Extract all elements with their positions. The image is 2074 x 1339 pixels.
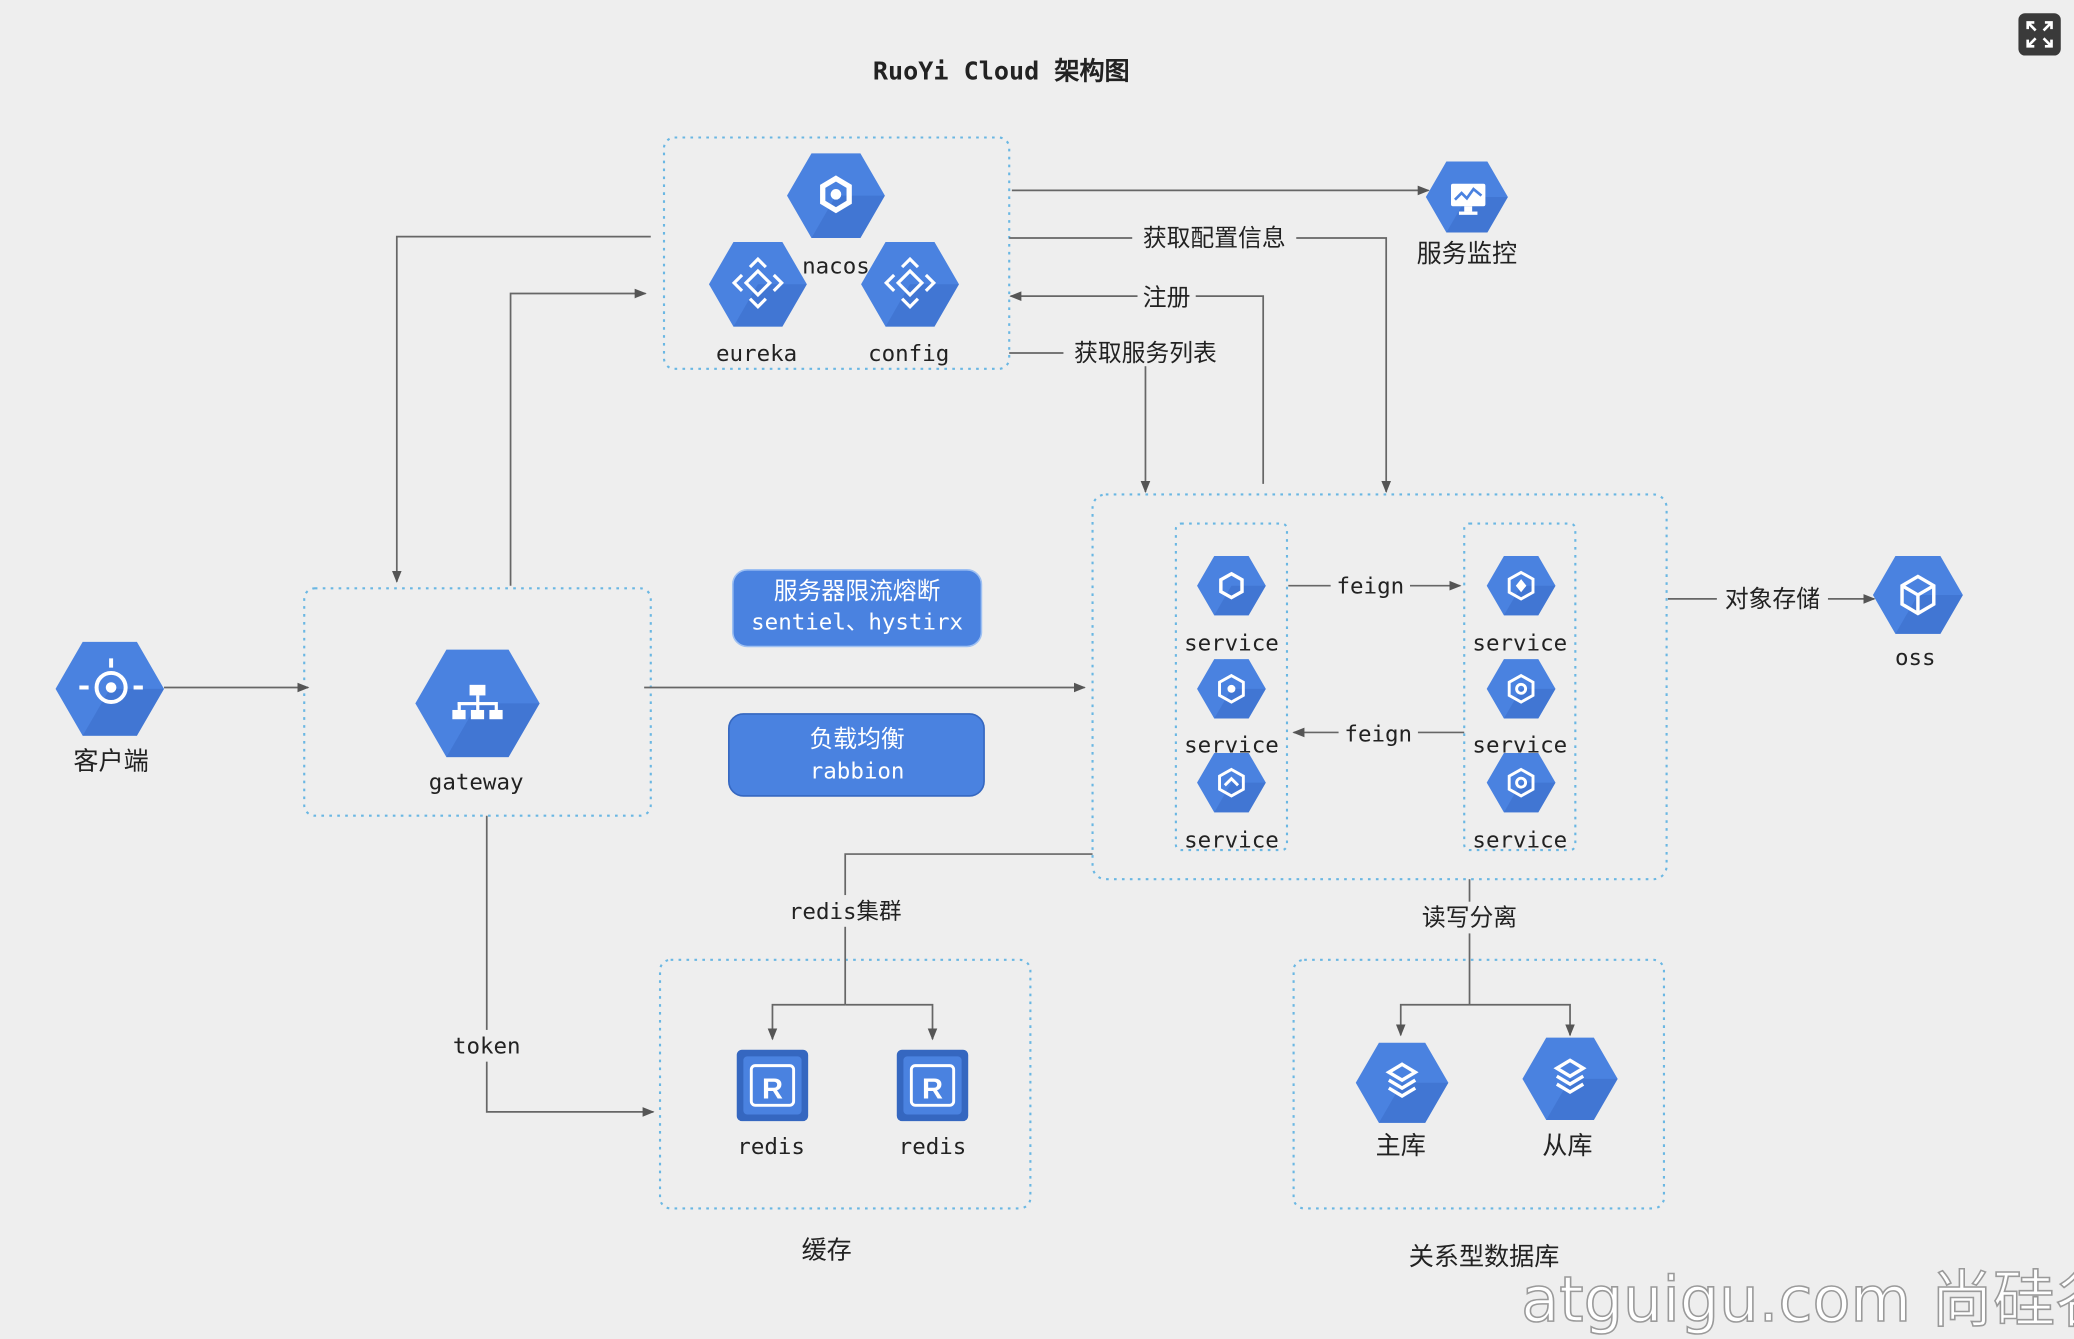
redis-node[interactable]: R redis xyxy=(896,1049,969,1160)
registry-to-gateway-line xyxy=(391,235,651,583)
oss-node[interactable]: oss xyxy=(1872,556,1963,671)
load-balance-title: 负载均衡 xyxy=(810,725,905,753)
fullscreen-button[interactable] xyxy=(2018,13,2061,56)
service-list-label: 获取服务列表 xyxy=(1074,339,1217,367)
service-icon xyxy=(1507,767,1535,798)
redis-label: redis xyxy=(899,1134,967,1160)
redis-node[interactable]: R redis xyxy=(736,1049,809,1160)
register-label: 注册 xyxy=(1143,283,1191,311)
token-label: token xyxy=(453,1034,521,1060)
db-branch-left xyxy=(1395,1003,1470,1037)
service-icon xyxy=(1507,570,1535,601)
gateway-label: gateway xyxy=(429,769,524,795)
service-column-left xyxy=(1174,522,1289,852)
client-label: 客户端 xyxy=(73,746,148,775)
rate-limit-badge: 服务器限流熔断 sentiel、hystirx xyxy=(731,569,983,648)
redis-cluster-label: redis集群 xyxy=(789,899,902,925)
service-node[interactable]: service xyxy=(1472,752,1567,854)
service-list-line xyxy=(1009,352,1151,494)
service-label: service xyxy=(1184,827,1279,853)
service-node[interactable]: service xyxy=(1184,555,1279,657)
token-line xyxy=(485,815,655,1117)
feign-label-1: feign xyxy=(1336,574,1404,600)
storage-icon xyxy=(1900,574,1936,616)
gateway-box xyxy=(303,587,652,817)
client-node[interactable]: 客户端 xyxy=(55,641,165,776)
db-branch-right xyxy=(1469,1003,1575,1037)
oss-label: oss xyxy=(1895,645,1936,671)
database-layers-icon xyxy=(1553,1058,1587,1095)
service-icon xyxy=(1507,673,1535,704)
slave-db-label: 从库 xyxy=(1542,1131,1592,1160)
monitor-icon xyxy=(1451,183,1486,215)
database-title: 关系型数据库 xyxy=(1409,1242,1560,1271)
master-db-label: 主库 xyxy=(1376,1131,1426,1160)
service-icon xyxy=(1218,673,1245,704)
register-line xyxy=(1009,291,1265,484)
monitor-node[interactable]: 服务监控 xyxy=(1417,161,1517,268)
load-balance-tool: rabbion xyxy=(810,759,905,785)
config-info-label: 获取配置信息 xyxy=(1143,224,1286,252)
expand-icon xyxy=(2026,21,2053,48)
cache-title: 缓存 xyxy=(802,1236,852,1265)
eureka-label: eureka xyxy=(716,341,797,367)
load-balance-badge: 负载均衡 rabbion xyxy=(728,713,985,797)
rate-limit-tools: sentiel、hystirx xyxy=(751,609,963,635)
object-storage-label: 对象存储 xyxy=(1725,585,1820,613)
redis-label: redis xyxy=(737,1134,805,1160)
services-box xyxy=(1091,493,1668,881)
master-db-node[interactable]: 主库 xyxy=(1355,1042,1449,1160)
client-icon xyxy=(79,658,143,705)
redis-cluster-line xyxy=(844,853,1093,1005)
redis-chip-icon: R xyxy=(909,1064,956,1107)
monitor-label: 服务监控 xyxy=(1417,239,1517,268)
service-icon xyxy=(1219,571,1244,600)
nacos-icon xyxy=(820,175,852,214)
feign-label-2: feign xyxy=(1344,722,1412,748)
registry-box xyxy=(662,136,1011,370)
service-node[interactable]: service xyxy=(1184,752,1279,854)
database-layers-icon xyxy=(1385,1062,1419,1099)
svg-text:R: R xyxy=(922,1074,943,1106)
sitemap-icon xyxy=(452,684,503,720)
service-node[interactable]: service xyxy=(1184,659,1279,758)
config-icon xyxy=(883,256,937,309)
service-icon xyxy=(1218,767,1245,798)
watermark: atguigu.com 尚硅谷 xyxy=(1520,1263,2074,1337)
eureka-node[interactable]: eureka xyxy=(708,241,807,367)
service-column-right xyxy=(1463,522,1577,852)
redis-branch-right xyxy=(845,1003,938,1041)
service-label: service xyxy=(1184,630,1279,656)
database-box xyxy=(1292,958,1666,1210)
redis-branch-left xyxy=(767,1003,846,1041)
service-label: service xyxy=(1472,630,1567,656)
gateway-node[interactable]: gateway xyxy=(415,649,540,796)
service-node[interactable]: service xyxy=(1472,555,1567,657)
rw-split-label: 读写分离 xyxy=(1422,903,1517,931)
gateway-to-registry-line xyxy=(509,288,647,586)
slave-db-node[interactable]: 从库 xyxy=(1522,1037,1618,1161)
config-node[interactable]: config xyxy=(861,241,959,367)
service-label: service xyxy=(1472,827,1567,853)
service-node[interactable]: service xyxy=(1472,659,1567,758)
nacos-label: nacos xyxy=(802,254,870,280)
page-title: RuoYi Cloud 架构图 xyxy=(873,56,1130,85)
redis-chip-icon: R xyxy=(749,1064,796,1107)
config-label: config xyxy=(868,341,949,367)
rate-limit-title: 服务器限流熔断 xyxy=(774,577,941,605)
eureka-icon xyxy=(731,256,784,309)
svg-text:R: R xyxy=(762,1074,783,1106)
nacos-node[interactable]: nacos xyxy=(787,153,885,280)
